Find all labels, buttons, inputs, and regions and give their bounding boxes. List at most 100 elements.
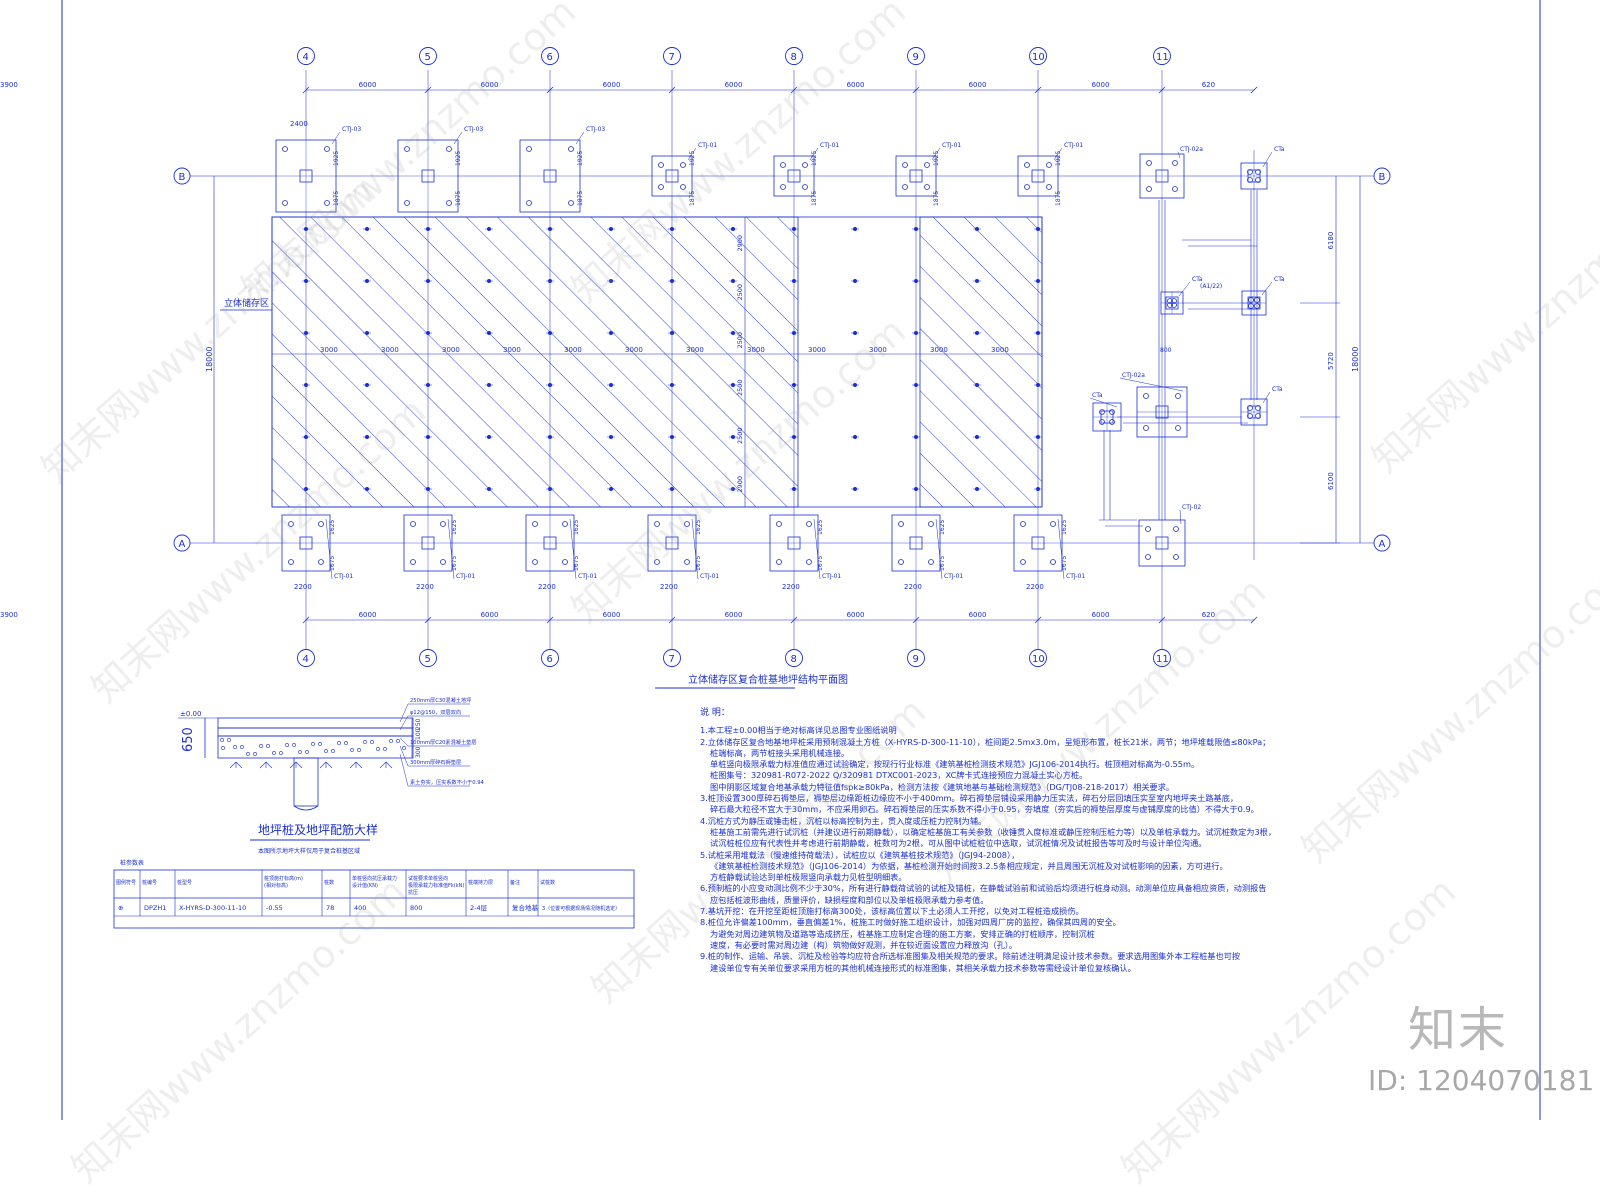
axis-bubble-label: 5	[425, 52, 431, 63]
soil-symbol	[289, 761, 303, 769]
section-dim-100: 100	[415, 728, 422, 740]
cap-pile	[902, 184, 908, 190]
cap-pile	[684, 559, 690, 565]
cap-label: CTJ-01	[700, 573, 719, 580]
cap-pile	[1046, 184, 1052, 190]
table-data-cell: 400	[354, 904, 366, 912]
top-dim-tick	[302, 86, 310, 94]
cap-pile	[1173, 526, 1179, 532]
axis-bubble-label: 8	[791, 654, 797, 665]
cap-pile	[780, 162, 786, 168]
section-depth: 650	[181, 727, 196, 752]
cap-pile	[658, 184, 664, 190]
zone-label: 立体储存区	[224, 297, 269, 309]
axis-bubble-label: 4	[303, 52, 309, 63]
bottom-dim-text: 3900	[0, 611, 18, 619]
callout-leader	[399, 745, 409, 767]
cap-pile	[1167, 298, 1173, 304]
cap-pile	[1143, 393, 1149, 399]
table-cells: 图例符号桩编号桩型号桩顶施打标高(m)(相对标高)桩数单桩竖向抗压承载力设计值(…	[116, 870, 620, 916]
table-header-cell: 桩编号	[142, 879, 157, 886]
note-line: 4.沉桩方式为静压或锤击桩，沉桩以标高控制为主，贯入度或压桩力控制为辅。	[700, 815, 987, 826]
cap-label: CTJ-01	[1064, 142, 1083, 149]
cap-dim: 1875	[933, 191, 940, 206]
bottom-dim-text: 6000	[359, 611, 377, 619]
cap-pile	[1255, 405, 1261, 411]
inner-dim-text: 3000	[869, 346, 887, 354]
axis-bubble-8	[785, 649, 803, 667]
table-data-cell: X-HYRS-D-300-11-10	[179, 904, 246, 912]
cap-pile	[806, 521, 812, 527]
top-dim-tick	[1250, 86, 1258, 94]
section-callouts: 250mm厚C30混凝土地坪φ12@150，双层双向100mm厚C20素混凝土垫…	[399, 696, 485, 787]
note-line: 桩端标高，两节桩接头采用机械连接。	[710, 747, 850, 758]
cap-pile	[532, 559, 538, 565]
cap-pile	[1046, 162, 1052, 168]
composite-zone-outline	[271, 216, 1043, 508]
cap-leader	[1178, 281, 1191, 297]
inner-dim-text: 3000	[320, 346, 338, 354]
bottom-dim-tick	[668, 616, 676, 624]
cap-pile	[440, 559, 446, 565]
right-sub-dim-text: 5720	[1327, 352, 1335, 370]
table-caption: 桩参数表	[120, 859, 144, 867]
cap-dim: 1875	[455, 191, 462, 206]
cap-dim: 1875	[577, 191, 584, 206]
gravel-dot	[389, 739, 393, 743]
table-header-cell: 备注	[510, 879, 520, 886]
cap-dim: 1925	[455, 151, 462, 166]
gravel-dot	[292, 743, 296, 747]
gravel-dot	[383, 747, 387, 751]
top-dim-tick	[1158, 86, 1166, 94]
dim-800: 800	[1160, 347, 1172, 354]
table-data-cell: ⊕	[118, 904, 123, 912]
cap-width: 2200	[538, 583, 556, 591]
inner-dim-text: 3000	[808, 346, 826, 354]
top-dim-text: 3900	[0, 81, 18, 89]
axis-bubble-A	[173, 534, 191, 552]
axis-bubble-label: 9	[913, 52, 919, 63]
gravel-dot	[220, 738, 224, 742]
callout-leader	[399, 703, 409, 723]
cap-dim: 1625	[817, 520, 824, 535]
cap-pile	[1247, 169, 1253, 175]
axis-bubble-7	[663, 47, 681, 65]
cap-label: CTJ-01	[456, 573, 475, 580]
cap-label: CTJ-01	[942, 142, 961, 149]
cap-dim: 1925	[577, 151, 584, 166]
table-data-cell: 78	[326, 904, 334, 912]
gravel-dot	[266, 744, 270, 748]
table-data-cell: 2-4层	[470, 904, 488, 912]
gravel-dot	[363, 740, 367, 744]
bottom-dim-tick	[1250, 616, 1258, 624]
section-dim-300: 300	[415, 746, 422, 758]
axis-bubble-label: 4	[303, 654, 309, 665]
cap-label: CTJ-02	[1182, 504, 1201, 511]
pile-col-dim-text: 2500	[736, 284, 744, 301]
table-data-cell: 3（位置可根据现场情况随机选定）	[542, 905, 620, 912]
cap-pile	[404, 200, 410, 206]
cap-pile	[1255, 177, 1261, 183]
cap-leader	[935, 518, 943, 580]
pile-caps: CTJ-0319251875CTJ-0319251875CTJ-03192518…	[275, 120, 1285, 591]
gravel-dot	[285, 743, 289, 747]
top-dim-text: 6000	[725, 81, 743, 89]
bottom-dim-tick	[546, 616, 554, 624]
table-header-cell: 桩端持力层	[468, 879, 493, 886]
cap-pile	[902, 162, 908, 168]
top-dim-text: 6000	[847, 81, 865, 89]
cap-pile	[684, 521, 690, 527]
cap-pile	[1050, 521, 1056, 527]
note-line: 1.本工程±0.00相当于绝对标高详见总图专业图纸说明	[700, 725, 897, 736]
cap-pile	[1247, 177, 1253, 183]
cap-label: CTa	[1274, 276, 1285, 283]
note-line: 6.预制桩的小应变动测比例不少于30%，所有进行静载荷试验的试桩及锚桩，在静载试…	[700, 883, 1267, 894]
cap-pile	[568, 146, 574, 152]
gravel-dot	[324, 749, 328, 753]
cap-dim: 1925	[333, 151, 340, 166]
table-header-cell: 桩型号	[177, 879, 192, 886]
cap-label: CTa	[1192, 276, 1203, 283]
cap-label: CTJ-01	[1066, 573, 1085, 580]
hatch-zone-left	[271, 216, 799, 508]
axis-bubble-6	[541, 649, 559, 667]
